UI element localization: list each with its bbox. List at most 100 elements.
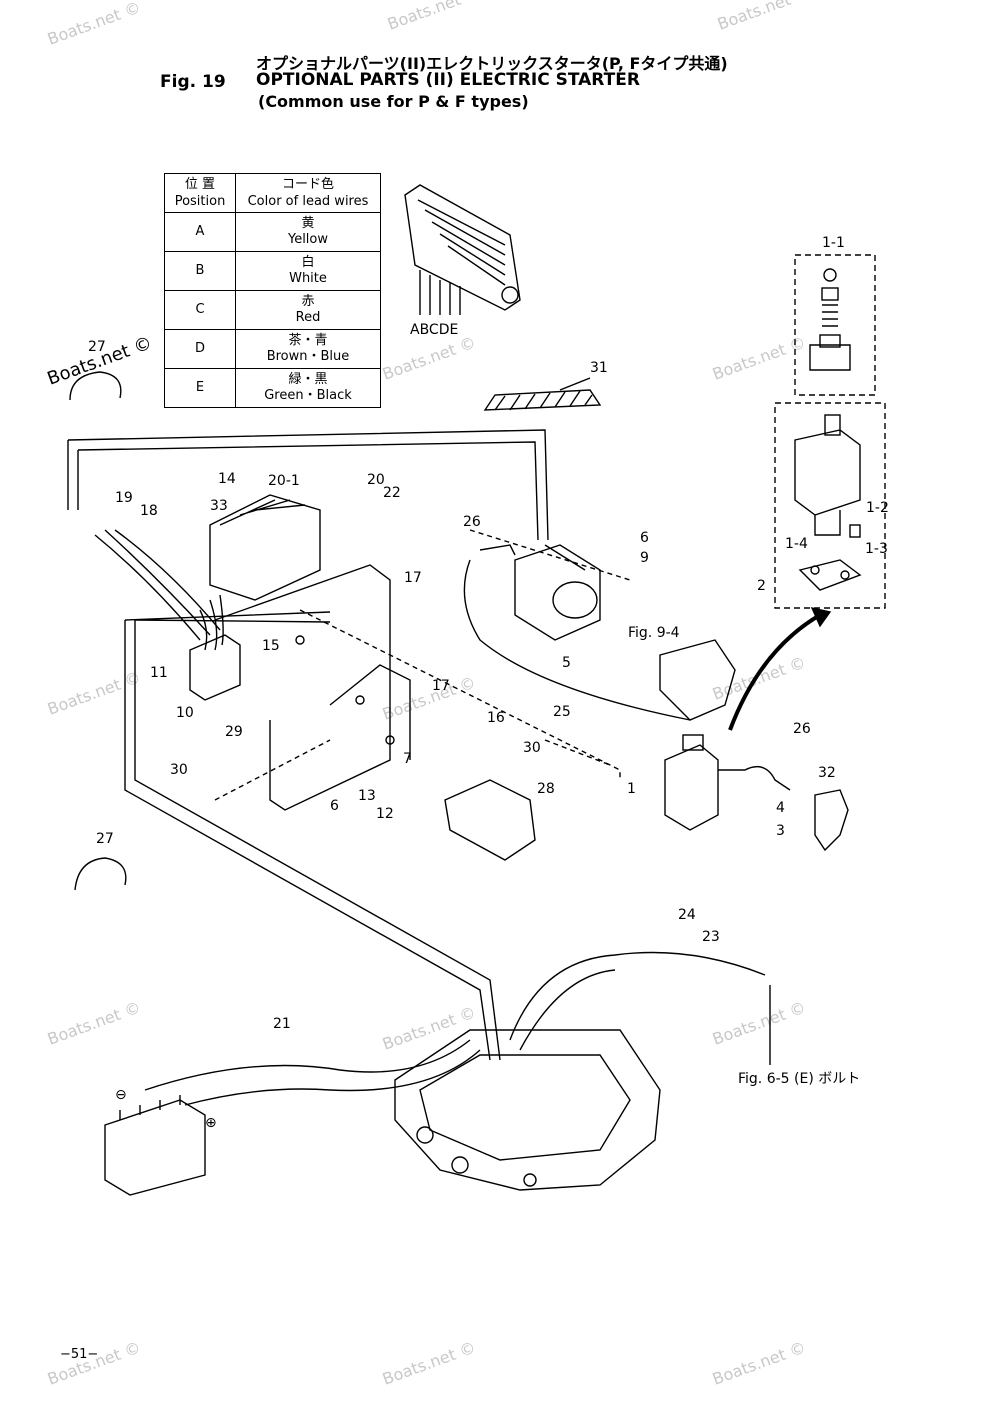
position-cell: E <box>164 368 236 408</box>
color-jp: 茶・青 <box>288 333 328 348</box>
callout-26-upper: 26 <box>463 514 481 530</box>
cable-23 <box>509 951 766 1041</box>
color-en: Brown・Blue <box>266 349 350 364</box>
callout-16: 16 <box>487 710 505 726</box>
callout-20: 20 <box>367 472 385 488</box>
rectifier-unit-illustration <box>404 184 521 315</box>
title-japanese: オプショナルパーツ(II)エレクトリックスタータ(P, Fタイプ共通) <box>256 54 728 73</box>
callout-24: 24 <box>678 907 696 923</box>
part-10-regulator <box>94 529 241 701</box>
callout-21: 21 <box>273 1016 291 1032</box>
callout-26-lower: 26 <box>793 721 811 737</box>
callout-22: 22 <box>383 485 401 501</box>
callout-31: 31 <box>590 360 608 376</box>
callout-13: 13 <box>358 788 376 804</box>
callout-23: 23 <box>702 929 720 945</box>
callout-4: 4 <box>776 800 785 816</box>
callout-2: 2 <box>757 578 766 594</box>
watermark: Boats.net © <box>710 653 808 704</box>
bracket-plate-illustration <box>214 564 411 811</box>
part-32-cover <box>814 789 849 852</box>
watermark: Boats.net © <box>380 1003 478 1054</box>
color-header-jp: コード色 <box>281 177 334 192</box>
position-header-jp: 位 置 <box>184 177 216 192</box>
callout-1-1: 1-1 <box>822 235 845 251</box>
callout-19: 19 <box>115 490 133 506</box>
callout-17-lower: 17 <box>432 678 450 694</box>
table-row: D 茶・青 Brown・Blue <box>164 329 381 369</box>
part-31-strip <box>483 377 602 411</box>
callout-27-lower: 27 <box>96 831 114 847</box>
color-en: White <box>289 271 327 286</box>
watermark: Boats.net © <box>380 333 478 384</box>
figure-number: Fig. 19 <box>160 72 226 92</box>
part-27-clip-lower <box>74 857 127 891</box>
engine-pan-illustration <box>394 1029 661 1191</box>
color-cell: 緑・黒 Green・Black <box>235 368 381 408</box>
watermark: Boats.net © <box>45 998 143 1049</box>
watermark: Boats.net © <box>45 668 143 719</box>
callout-1-3: 1-3 <box>865 541 888 557</box>
cable-25 <box>463 559 691 721</box>
watermark: Boats.net © <box>710 998 808 1049</box>
watermark: Boats.net © <box>45 1338 143 1389</box>
callout-18: 18 <box>140 503 158 519</box>
watermark: Boats.net © <box>380 1338 478 1389</box>
color-header: コード色 Color of lead wires <box>235 173 381 213</box>
callout-25: 25 <box>553 704 571 720</box>
battery-illustration <box>104 1095 206 1196</box>
callout-20-1: 20-1 <box>268 473 300 489</box>
position-header-en: Position <box>174 194 226 209</box>
callout-1: 1 <box>627 781 636 797</box>
color-jp: 赤 <box>301 294 315 309</box>
title-subtitle: (Common use for P & F types) <box>258 92 529 111</box>
cable-21 <box>144 1039 471 1091</box>
watermark: Boats.net © <box>710 333 808 384</box>
starter-motor-detail-box <box>774 402 886 609</box>
callout-28: 28 <box>537 781 555 797</box>
table-header-row: 位 置 Position コード色 Color of lead wires <box>164 173 381 213</box>
callout-14: 14 <box>218 471 236 487</box>
part-27-clip-upper <box>69 371 122 401</box>
callout-32: 32 <box>818 765 836 781</box>
callout-12: 12 <box>376 806 394 822</box>
part-1-starter-motor <box>664 734 791 831</box>
callout-9: 9 <box>640 550 649 566</box>
color-en: Yellow <box>287 232 329 247</box>
callout-7: 7 <box>403 751 412 767</box>
callout-5: 5 <box>562 655 571 671</box>
callout-10: 10 <box>176 705 194 721</box>
color-header-en: Color of lead wires <box>247 194 369 209</box>
part-5-starter-relay <box>514 544 601 641</box>
callout-6-relay: 6 <box>640 530 649 546</box>
page-number: −51− <box>60 1347 99 1362</box>
color-jp: 黄 <box>301 216 315 231</box>
callout-30-right: 30 <box>523 740 541 756</box>
watermark: Boats.net © <box>710 1338 808 1389</box>
position-header: 位 置 Position <box>164 173 236 213</box>
callout-1-4: 1-4 <box>785 536 808 552</box>
callout-11: 11 <box>150 665 168 681</box>
watermark: Boats.net © <box>715 0 813 34</box>
cable-23-return <box>519 969 616 1051</box>
watermark: Boats.net © <box>385 0 483 34</box>
lead-wire-color-table: 位 置 Position コード色 Color of lead wires A … <box>164 173 381 408</box>
watermark: Boats.net © <box>380 673 478 724</box>
callout-3: 3 <box>776 823 785 839</box>
cable-21-pos <box>184 1049 481 1106</box>
color-cell: 白 White <box>235 251 381 291</box>
table-row: B 白 White <box>164 251 381 291</box>
watermark: Boats.net © <box>45 0 143 49</box>
reference-fig-9-4: Fig. 9-4 <box>628 625 680 641</box>
position-cell: B <box>164 251 236 291</box>
fig-9-4-bracket <box>659 639 736 721</box>
cable-26-top <box>479 544 516 556</box>
callout-27-upper: 27 <box>88 339 106 355</box>
color-en: Green・Black <box>264 388 352 403</box>
callout-6-bracket: 6 <box>330 798 339 814</box>
callout-33: 33 <box>210 498 228 514</box>
title-english: OPTIONAL PARTS (II) ELECTRIC STARTER <box>256 70 640 90</box>
color-cell: 茶・青 Brown・Blue <box>235 329 381 369</box>
table-row: E 緑・黒 Green・Black <box>164 368 381 408</box>
starter-drive-detail-box <box>794 254 876 396</box>
